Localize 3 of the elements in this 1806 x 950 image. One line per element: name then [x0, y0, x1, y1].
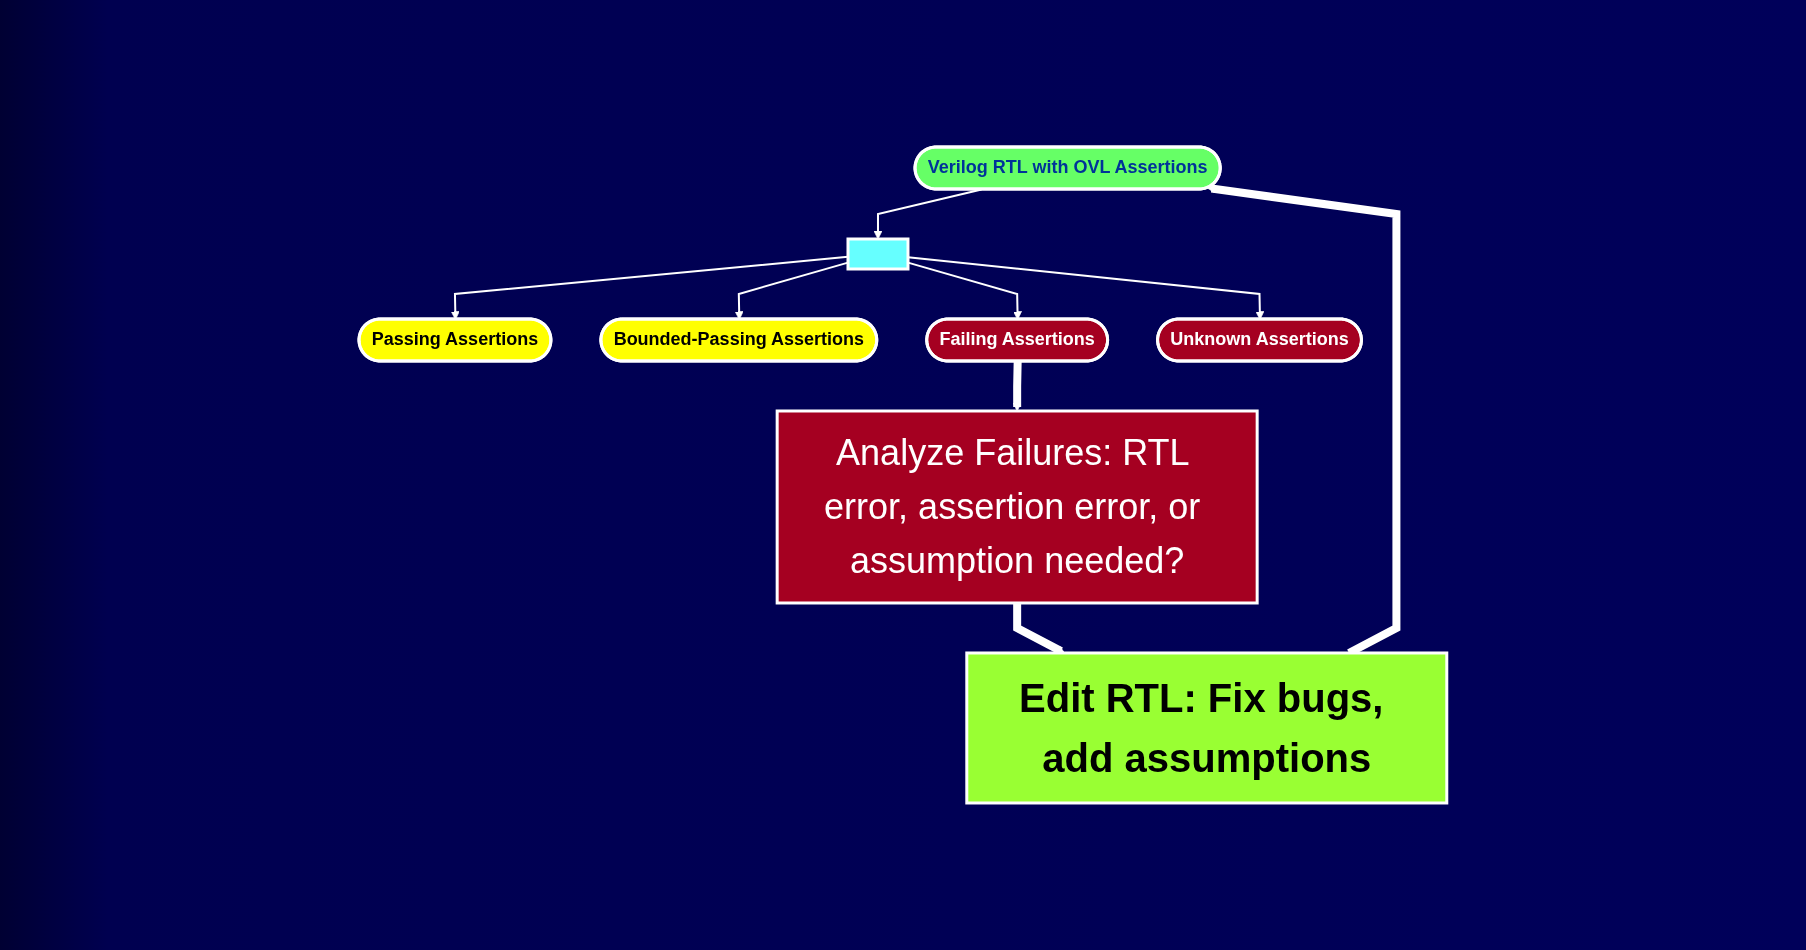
- node-box: Edit RTL: Fix bugs, add assumptions: [965, 651, 1449, 805]
- node-box: [846, 237, 910, 271]
- node-box: Analyze Failures: RTL error, assertion error, or assumption needed?: [775, 409, 1259, 605]
